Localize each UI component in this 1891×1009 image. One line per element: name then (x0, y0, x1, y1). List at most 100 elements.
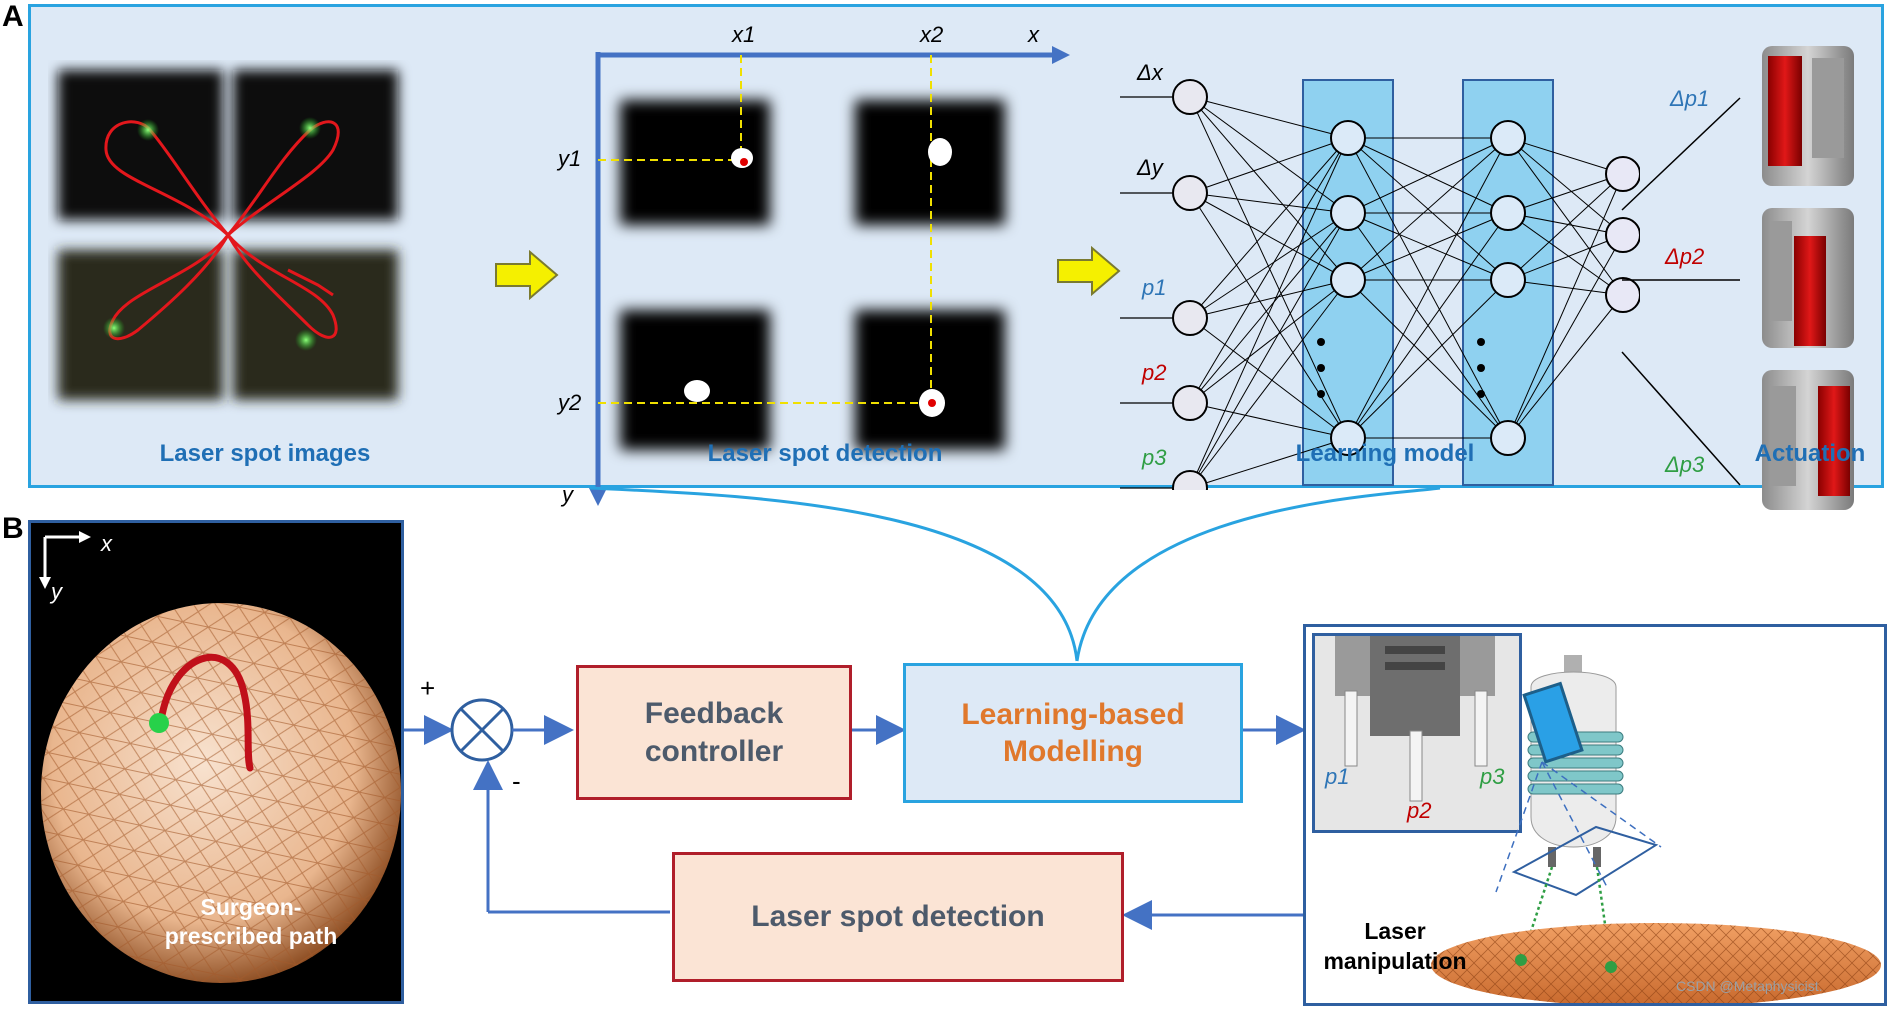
spot-blob (684, 380, 710, 402)
nn-connection (1189, 437, 1349, 489)
input-label-dx: Δx (1136, 60, 1164, 85)
label-y1: y1 (556, 146, 581, 171)
nn-node-layer-4 (1605, 217, 1640, 253)
panel-a-letter: A (2, 0, 24, 33)
output-label-dp1: Δp1 (1670, 86, 1710, 111)
laser-spot-detection-label: Laser spot detection (751, 900, 1045, 934)
caption-actuation: Actuation (1754, 440, 1866, 467)
sum-plus-sign: + (420, 673, 436, 703)
nn-connection (1189, 192, 1349, 281)
prescribed-path (157, 653, 254, 772)
nn-node-layer-2 (1330, 262, 1366, 298)
actuation-cylinders (1762, 46, 1854, 510)
nn-connection (1507, 294, 1624, 439)
nn-connection (1189, 137, 1349, 404)
nn-node-layer-3 (1490, 195, 1526, 231)
learning-modelling-label: Learning-based Modelling (961, 697, 1185, 769)
green-spot (137, 119, 159, 141)
feedback-controller-label: Feedback controller (644, 697, 784, 768)
nn-node-layer-2 (1330, 120, 1366, 156)
yellow-arrow-icon (495, 250, 559, 300)
nn-connection (1189, 137, 1349, 319)
nn-connection (1347, 279, 1509, 439)
nn-node-layer-1 (1172, 175, 1208, 211)
laser-manipulation-label: Laser manipulation (1323, 918, 1467, 974)
camera-axis-y: y (51, 579, 62, 604)
nn-connection (1189, 317, 1349, 439)
nn-connection (1507, 234, 1624, 439)
brace-connector (589, 486, 1441, 662)
nn-connection (1189, 96, 1349, 281)
nn-node-layer-4 (1605, 277, 1640, 313)
panel-b-letter: B (2, 512, 24, 545)
spot-tile-1 (58, 70, 223, 220)
spot-tile-2 (233, 70, 398, 220)
nn-node-layer-3 (1490, 262, 1526, 298)
green-spot (295, 329, 317, 351)
learning-model-network: Δx Δy p1 p2 p3 (1120, 60, 1640, 490)
green-spot (103, 317, 125, 339)
caption-learning-model: Learning model (1295, 440, 1475, 467)
feedback-controller-box: Feedback controller (576, 665, 852, 800)
laser-manipulation-panel: p1 p2 p3 Laser mani (1303, 624, 1887, 1006)
input-label-dy: Δy (1136, 155, 1165, 180)
learning-modelling-box: Learning-based Modelling (903, 663, 1243, 803)
nn-node-layer-1 (1172, 470, 1208, 490)
nn-connection (1189, 212, 1349, 489)
camera-view: x y Surgeon-prescribed path (28, 520, 404, 1004)
nn-connection (1507, 279, 1624, 296)
nn-connection (1189, 212, 1349, 404)
yellow-arrow-icon (1057, 246, 1121, 296)
nn-connection (1347, 212, 1509, 281)
nn-node-layer-1 (1172, 385, 1208, 421)
laser-spot-marker (149, 713, 169, 733)
nn-connection (1507, 212, 1624, 296)
laser-spot-images (58, 70, 398, 400)
nn-connection (1189, 279, 1349, 489)
nn-connection (1189, 96, 1349, 139)
camera-axis-x: x (101, 531, 112, 556)
inset-label-p2: p2 (1407, 798, 1432, 823)
spot-tile-3 (58, 250, 223, 400)
nn-node-layer-2 (1330, 420, 1366, 456)
actuator-inset: p1 p2 p3 (1312, 633, 1522, 833)
control-loop-wiring (404, 698, 1306, 930)
label-y2: y2 (556, 390, 581, 415)
nn-node-layer-4 (1605, 156, 1640, 192)
spot-tile-4 (233, 250, 398, 400)
nn-connection (1507, 173, 1624, 281)
actuator-1 (1762, 46, 1854, 186)
spot-blob (928, 138, 952, 166)
actuator-3 (1762, 370, 1854, 510)
nn-connection (1189, 96, 1349, 439)
nn-node-layer-2 (1330, 195, 1366, 231)
label-x1: x1 (731, 22, 755, 47)
camera-label: Surgeon-prescribed path (164, 894, 338, 949)
nn-connection (1507, 173, 1624, 439)
nn-connection (1347, 137, 1509, 439)
caption-laser-spot-images: Laser spot images (159, 440, 371, 467)
nn-connection (1347, 137, 1509, 214)
nn-connection (1189, 137, 1349, 194)
nn-node-layer-1 (1172, 300, 1208, 336)
nn-connection (1189, 137, 1349, 489)
label-x: x (1027, 22, 1040, 47)
nn-connection (1189, 279, 1349, 319)
label-y: y (560, 482, 575, 507)
laser-spot-detection-box: Laser spot detection (672, 852, 1124, 982)
nn-connection (1347, 137, 1509, 281)
nn-connection (1507, 212, 1624, 236)
caption-laser-spot-detection: Laser spot detection (707, 440, 943, 467)
nn-connection (1189, 192, 1349, 214)
output-label-dp3: Δp3 (1665, 452, 1705, 477)
nn-node-layer-3 (1490, 120, 1526, 156)
watermark: CSDN @Metaphysicist. (1676, 978, 1823, 994)
nn-connection (1189, 279, 1349, 404)
input-label-p1: p1 (1141, 275, 1166, 300)
label-x2: x2 (919, 22, 943, 47)
nn-connection (1507, 173, 1624, 214)
inset-label-p3: p3 (1480, 764, 1505, 789)
nn-connection (1507, 137, 1624, 175)
laser-spot-detection-diagram: x1 x2 x y1 y2 y (556, 22, 1070, 507)
detection-tile-3 (620, 310, 770, 450)
